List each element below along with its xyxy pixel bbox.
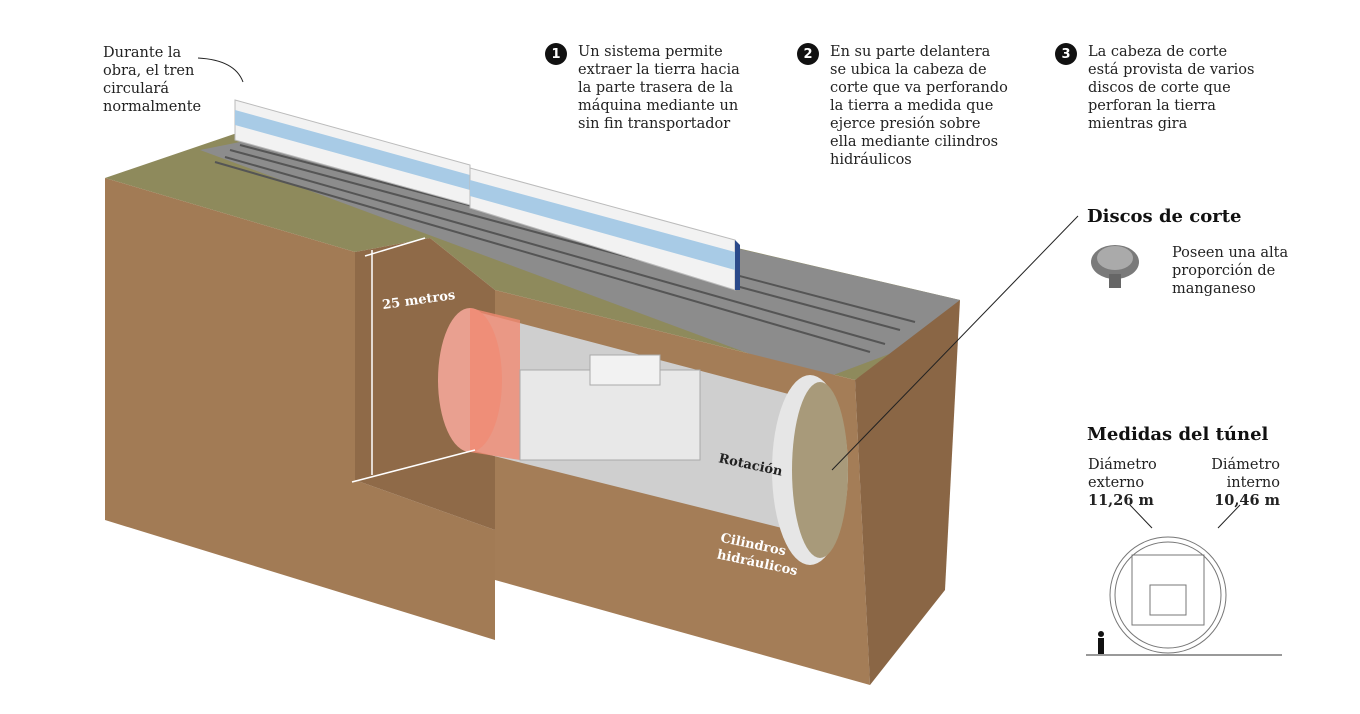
rails — [214, 144, 916, 353]
discs-leader-line — [831, 215, 1079, 471]
tunnel-boring-machine — [438, 308, 848, 565]
step-3-badge: 3 — [1055, 43, 1077, 65]
discs-title: Discos de corte — [1087, 206, 1242, 227]
soil-side-right — [855, 300, 960, 685]
step-1-badge: 1 — [545, 43, 567, 65]
cutting-disc-icon — [1091, 245, 1139, 288]
step-2-badge: 2 — [797, 43, 819, 65]
step-1-text: Un sistema permite extraer la tierra hac… — [578, 44, 740, 132]
step-2-text: En su parte delantera se ubica la cabeza… — [830, 44, 1008, 168]
gravel-bed — [200, 138, 960, 380]
step-3-text: La cabeza de corte está provista de vari… — [1088, 44, 1255, 132]
internal-diameter: Diámetro interno 10,46 m — [1190, 456, 1280, 510]
internal-diameter-value: 10,46 m — [1214, 492, 1280, 509]
depth-arrow — [351, 237, 476, 483]
internal-diameter-label: Diámetro interno — [1211, 457, 1280, 491]
soil-cut-back — [355, 238, 495, 530]
external-diameter-value: 11,26 m — [1088, 492, 1154, 509]
external-diameter-label: Diámetro externo — [1088, 457, 1157, 491]
soil-front-left — [105, 178, 495, 640]
external-diameter: Diámetro externo 11,26 m — [1088, 456, 1178, 510]
train — [234, 99, 740, 291]
discs-text: Poseen una alta proporción de manganeso — [1172, 245, 1289, 297]
person-scale-icon — [1098, 631, 1104, 654]
intro-note: Durante la obra, el tren circulará norma… — [103, 45, 202, 115]
tunnel-section-drawing — [1086, 504, 1282, 656]
tunnel-measures-title: Medidas del túnel — [1087, 424, 1269, 445]
intro-arrow — [197, 57, 244, 83]
